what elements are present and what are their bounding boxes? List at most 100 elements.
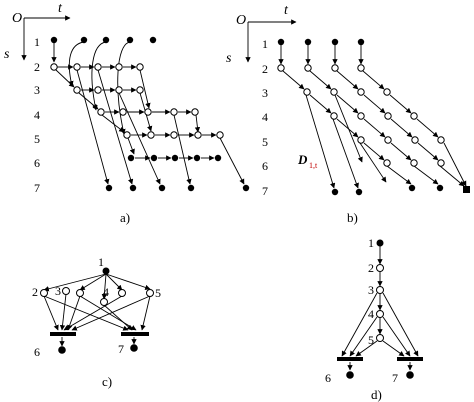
node-2 [40,289,48,297]
row-label: 2 [34,60,40,74]
sink-node [129,184,137,192]
node [170,131,178,139]
node-4b [118,289,126,297]
panel-c: 1 2 3 4 5 6 7 c) [32,255,161,389]
node [410,159,418,167]
node-label: 4 [368,307,374,321]
node-label: 7 [118,342,124,356]
panel-b: O t s 1 2 3 4 5 6 7 [226,3,470,225]
node [383,159,391,167]
node [216,131,224,139]
node-label: 2 [32,285,38,299]
node [410,112,418,120]
panel-b-row-labels: 1 2 3 4 5 6 7 [262,37,268,198]
node-label: 7 [392,371,398,385]
sink-node [331,188,339,196]
caption-c: c) [102,374,112,389]
node [304,64,312,72]
panel-c-labels: 1 2 3 4 5 6 7 [32,255,161,359]
node [357,112,365,120]
node-label: 4 [103,285,109,299]
node-5 [376,334,384,342]
caption-b: b) [347,210,358,225]
panel-b-nodes [277,38,470,196]
source-node [304,38,312,46]
sink-node [187,184,195,192]
node [73,86,81,94]
node [94,63,102,71]
node [94,86,102,94]
s-axis-label-b: s [226,51,232,66]
panel-a-row-labels: 1 2 3 4 5 6 7 [34,35,40,195]
node [303,88,311,96]
source-node [357,38,365,46]
panel-b-axes: O t s [226,3,297,66]
node-filled [150,154,158,162]
source-node [80,36,88,44]
node [330,88,338,96]
node-3 [376,286,384,294]
source-node [149,36,157,44]
sink-node [158,184,166,192]
panel-a: O t s 1 2 3 4 5 6 7 [4,1,250,225]
node [437,136,445,144]
source-node [126,36,134,44]
node-6 [346,371,354,379]
node-4 [376,310,384,318]
node-label: 3 [368,283,374,297]
sink-node-square [463,186,470,193]
panel-d-nodes [337,239,423,379]
panel-d-labels: 1 2 3 4 5 6 7 [325,236,398,385]
sync-bar-7 [397,357,423,361]
node [411,136,419,144]
node-label: 1 [368,236,374,250]
node [144,108,152,116]
node [357,64,365,72]
node-label: 6 [34,345,40,359]
node [170,108,178,116]
row-label: 6 [262,159,268,173]
panel-c-nodes [40,267,154,354]
row-label: 3 [262,86,268,100]
panel-d-edges [341,246,419,371]
node-label: 3 [55,284,61,298]
node-2 [376,264,384,272]
sync-bar-6 [50,332,76,336]
row-label: 6 [34,156,40,170]
node [147,131,155,139]
node [136,63,144,71]
node-label: 2 [368,261,374,275]
node [437,159,445,167]
row-label: 7 [34,181,40,195]
node-1 [102,267,110,275]
row-label: 4 [262,110,268,124]
row-label: 5 [34,132,40,146]
panel-a-axes: O t s [4,1,71,62]
node [277,64,285,72]
node-filled [127,154,135,162]
delay-annotation-subscript: 1,t [309,161,318,170]
panel-c-edges [43,273,151,347]
node-filled [171,154,179,162]
node-4 [100,298,108,306]
node [383,88,391,96]
node-label: 1 [98,255,104,269]
node-7 [130,344,138,352]
node-5 [146,289,154,297]
origin-label-b: O [236,13,246,28]
node [73,63,81,71]
row-label: 3 [34,83,40,97]
node [115,86,123,94]
node [50,63,58,71]
node-label: 5 [155,286,161,300]
sync-bar-6 [337,357,363,361]
row-label: 7 [262,184,268,198]
node-filled [214,154,222,162]
sink-node [436,184,444,192]
caption-a: a) [120,210,130,225]
node [191,108,199,116]
sink-node [408,184,416,192]
node [123,131,131,139]
sync-bar-7 [121,332,149,336]
caption-d: d) [371,387,382,402]
